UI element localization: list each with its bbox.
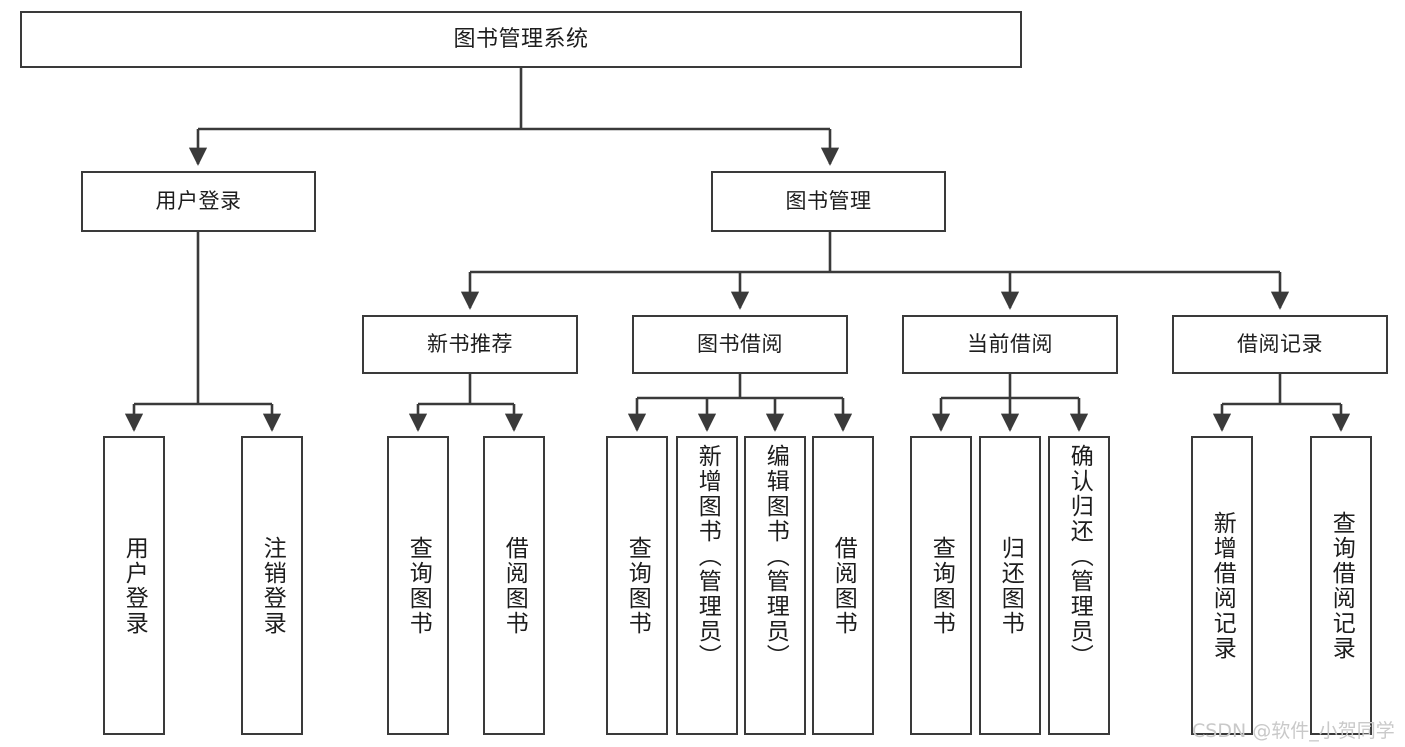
- node-label: 用户登录: [121, 535, 148, 636]
- leaf-record-query-borrow-record[interactable]: 查询借阅记录: [1310, 436, 1372, 735]
- node-book-borrow[interactable]: 图书借阅: [632, 315, 848, 374]
- node-label: 归还图书: [997, 535, 1024, 636]
- node-new-book-recommend[interactable]: 新书推荐: [362, 315, 578, 374]
- node-label: 图书管理: [785, 189, 872, 214]
- leaf-current-return-book[interactable]: 归还图书: [979, 436, 1041, 735]
- leaf-borrow-query-book[interactable]: 查询图书: [606, 436, 668, 735]
- node-label: 借阅图书: [830, 535, 857, 636]
- node-label: 新增借阅记录: [1209, 510, 1236, 661]
- csdn-watermark: CSDN @软件_小贺同学: [1192, 720, 1395, 742]
- node-label: 查询图书: [624, 535, 651, 636]
- leaf-current-confirm-return-admin[interactable]: 确认归还（管理员）: [1048, 436, 1110, 735]
- node-book-management[interactable]: 图书管理: [711, 171, 946, 232]
- leaf-logout[interactable]: 注销登录: [241, 436, 303, 735]
- node-label: 新增图书（管理员）: [694, 444, 721, 669]
- node-label: 借阅记录: [1237, 332, 1323, 357]
- node-current-borrow[interactable]: 当前借阅: [902, 315, 1118, 374]
- node-label: 编辑图书（管理员）: [762, 444, 789, 669]
- leaf-borrow-borrow-book[interactable]: 借阅图书: [812, 436, 874, 735]
- leaf-borrow-edit-book-admin[interactable]: 编辑图书（管理员）: [744, 436, 806, 735]
- node-label: 新书推荐: [427, 332, 513, 357]
- node-label: 当前借阅: [967, 332, 1053, 357]
- leaf-recommend-borrow-book[interactable]: 借阅图书: [483, 436, 545, 735]
- leaf-record-add-borrow-record[interactable]: 新增借阅记录: [1191, 436, 1253, 735]
- node-label: 查询图书: [405, 535, 432, 636]
- leaf-current-query-book[interactable]: 查询图书: [910, 436, 972, 735]
- node-label: 图书借阅: [697, 332, 783, 357]
- leaf-borrow-add-book-admin[interactable]: 新增图书（管理员）: [676, 436, 738, 735]
- node-label: 图书管理系统: [453, 26, 589, 52]
- node-label: 确认归还（管理员）: [1066, 444, 1093, 669]
- node-label: 用户登录: [155, 189, 242, 214]
- node-label: 查询图书: [928, 535, 955, 636]
- node-label: 查询借阅记录: [1328, 510, 1355, 661]
- leaf-user-login[interactable]: 用户登录: [103, 436, 165, 735]
- leaf-recommend-query-book[interactable]: 查询图书: [387, 436, 449, 735]
- node-label: 借阅图书: [501, 535, 528, 636]
- node-user-login[interactable]: 用户登录: [81, 171, 316, 232]
- node-label: 注销登录: [259, 535, 286, 636]
- node-root-book-management-system[interactable]: 图书管理系统: [20, 11, 1022, 68]
- node-borrow-record[interactable]: 借阅记录: [1172, 315, 1388, 374]
